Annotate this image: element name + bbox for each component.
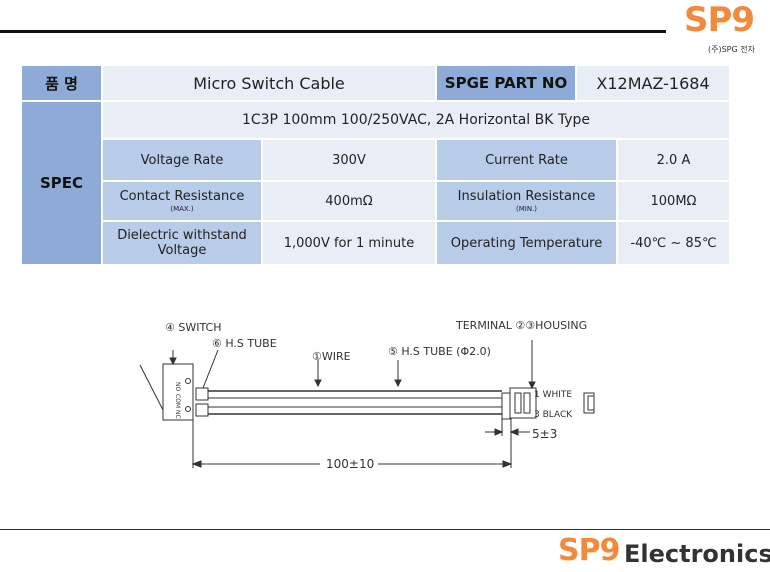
dielectric-value: 1,000V for 1 minute (261, 220, 437, 266)
voltage-rate-label: Voltage Rate (101, 138, 263, 182)
logo-mark: SP9 (684, 0, 755, 40)
spec-table: 품 명 Micro Switch Cable SPGE PART NO X12M… (20, 64, 731, 266)
table-row: Dielectric withstand Voltage 1,000V for … (21, 220, 731, 266)
switch-lever (139, 364, 164, 411)
switch-body (162, 363, 194, 421)
pin1-label: 1 WHITE (534, 390, 572, 400)
bottom-rule (0, 529, 770, 530)
switch-nc: NC (174, 410, 181, 419)
table-row: SPEC 1C3P 100mm 100/250VAC, 2A Horizonta… (20, 100, 731, 266)
insulation-resistance-value: 100MΩ (616, 180, 731, 222)
table-row: 품 명 Micro Switch Cable SPGE PART NO X12M… (20, 64, 731, 102)
spg-logo: SP9 (주)SPG 전자 (684, 0, 764, 60)
terminal-housing-label: TERMINAL ②③HOUSING (455, 319, 587, 332)
voltage-rate-value: 300V (261, 138, 437, 182)
part-no-value: X12MAZ-1684 (575, 64, 731, 102)
hs-tube-leader (202, 349, 219, 389)
insulation-resistance-sub: (MIN.) (515, 205, 538, 213)
dim-small: 5±3 (532, 427, 557, 441)
insulation-resistance-label: Insulation Resistance (MIN.) (434, 180, 619, 222)
name-label: 품 명 (20, 64, 103, 102)
spec-description: 1C3P 100mm 100/250VAC, 2A Horizontal BK … (101, 100, 731, 140)
contact-resistance-text: Contact Resistance (119, 189, 245, 204)
switch-com: COM (174, 394, 181, 408)
wire-label: ①WIRE (312, 350, 351, 363)
insulation-resistance-text: Insulation Resistance (457, 189, 596, 204)
switch-label: ④ SWITCH (165, 321, 222, 334)
hs-tube2-label: ⑤ H.S TUBE (Φ2.0) (388, 345, 491, 358)
dielectric-label: Dielectric withstand Voltage (101, 220, 263, 266)
dim-length: 100±10 (326, 457, 374, 471)
product-name: Micro Switch Cable (101, 64, 437, 102)
footer-logo-mark: SP9 (558, 533, 620, 568)
part-no-label: SPGE PART NO (435, 64, 577, 102)
operating-temp-label: Operating Temperature (434, 220, 619, 266)
housing (509, 387, 537, 419)
spec-label: SPEC (20, 100, 103, 266)
table-row: Voltage Rate 300V Current Rate 2.0 A (21, 138, 731, 182)
operating-temp-value: -40℃ ~ 85℃ (616, 220, 731, 266)
contact-resistance-value: 400mΩ (261, 180, 437, 222)
contact-resistance-sub: (MAX.) (170, 205, 194, 213)
pin3-label: 3 BLACK (534, 410, 573, 420)
current-rate-value: 2.0 A (616, 138, 731, 182)
cable-drawing: ④ SWITCH ⑥ H.S TUBE ①WIRE ⑤ H.S TUBE (Φ2… (139, 319, 595, 471)
spg-electronics-logo: SP9 Electronics (558, 533, 770, 569)
switch-no: NO (174, 382, 181, 391)
hs-tube-label: ⑥ H.S TUBE (212, 337, 277, 350)
contact-resistance-label: Contact Resistance (MAX.) (101, 180, 263, 222)
logo-subtitle: (주)SPG 전자 (708, 45, 755, 54)
footer-logo-word: Electronics (624, 540, 770, 568)
top-rule (0, 30, 666, 33)
table-row: Contact Resistance (MAX.) 400mΩ Insulati… (21, 180, 731, 222)
current-rate-label: Current Rate (434, 138, 619, 182)
